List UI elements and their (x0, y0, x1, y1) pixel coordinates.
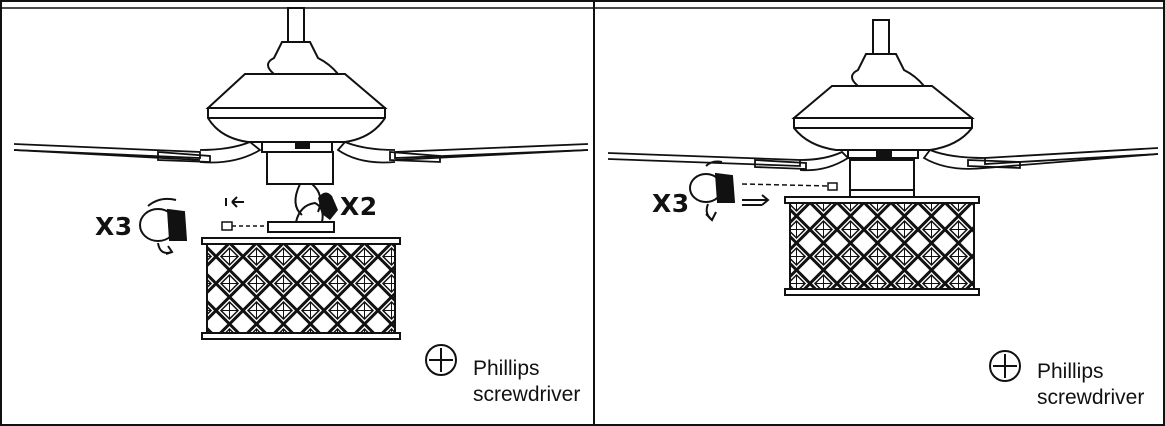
switch-housing (266, 151, 334, 185)
tool-label: Phillips screwdriver (473, 356, 580, 408)
phillips-screw-icon (989, 350, 1021, 382)
fan-blade-right (922, 147, 1159, 170)
tool-name: Phillips (1037, 360, 1104, 383)
arrow-left-icon (225, 196, 244, 208)
lattice-shade (201, 237, 401, 340)
screw-icon (741, 182, 838, 191)
fan-blade-left (13, 140, 262, 164)
arrow-right-icon (742, 194, 770, 206)
tool-name: Phillips (473, 357, 540, 380)
phillips-screw-icon (425, 344, 457, 376)
hardware-count-label: X3 (652, 189, 690, 218)
screw-icon (221, 221, 265, 231)
light-kit-plate (267, 201, 335, 233)
knob-icon (139, 197, 188, 255)
hand-icon (318, 192, 338, 220)
tool-label: Phillips screwdriver (1037, 359, 1144, 411)
tool-type: screwdriver (473, 383, 581, 406)
downrod (872, 19, 890, 55)
switch-housing (849, 159, 915, 191)
hardware-count-label: X2 (340, 192, 378, 221)
lattice-shade (784, 196, 980, 296)
knob-icon (689, 160, 736, 222)
step-panel-right (607, 19, 1159, 382)
fan-blade-right (336, 140, 589, 164)
motor-housing (205, 41, 388, 153)
motor-housing (791, 53, 975, 159)
wire-connector (294, 183, 322, 216)
tool-type: screwdriver (1037, 386, 1145, 409)
fan-blade-left (607, 150, 850, 172)
downrod (287, 7, 305, 43)
hardware-count-label: X3 (95, 212, 133, 241)
step-panel-left (13, 7, 589, 376)
